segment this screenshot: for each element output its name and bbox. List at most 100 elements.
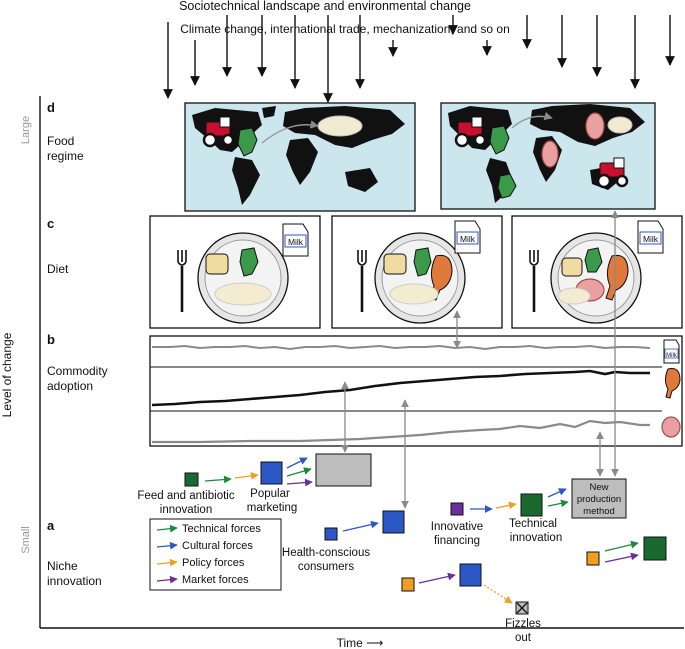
vegetable-icon xyxy=(489,125,510,155)
level-a-label: Niche xyxy=(47,559,78,573)
niche-square-policy xyxy=(401,577,415,592)
innovative-financing-label: financing xyxy=(434,535,480,547)
cultural-force-arrow xyxy=(547,488,567,498)
fizzled-niche-icon xyxy=(515,601,529,615)
level-c-label: Diet xyxy=(47,262,69,276)
chicken-adoption-line xyxy=(151,369,650,407)
new-method-label: production xyxy=(577,494,621,505)
drumstick-icon xyxy=(665,368,681,399)
technical-innovation-label: innovation xyxy=(510,532,562,544)
fork-icon xyxy=(357,250,367,312)
legend-market: Market forces xyxy=(182,574,249,586)
niche-square-market xyxy=(450,502,464,516)
milk-adoption-line xyxy=(152,344,651,351)
bread-icon xyxy=(383,253,407,275)
level-b-label: adoption xyxy=(47,379,93,393)
niche-square-cultural xyxy=(260,461,283,485)
diet-panel-3: Milk xyxy=(511,215,683,329)
grain-pile-icon xyxy=(317,115,363,137)
y-axis-small-label: Small xyxy=(20,526,32,554)
vegetable-icon xyxy=(413,247,432,277)
adopted-niche-box xyxy=(315,453,372,487)
market-force-arrow xyxy=(286,478,313,487)
milk-carton-icon: Milk xyxy=(282,223,309,257)
health-conscious-label: Health-conscious xyxy=(282,547,370,559)
grain-pile-icon xyxy=(214,282,272,306)
policy-force-arrow-dashed xyxy=(483,584,513,604)
vegetable-icon xyxy=(497,173,517,199)
level-c-letter: c xyxy=(47,216,54,231)
milk-label: Milk xyxy=(666,353,678,359)
fork-icon xyxy=(529,250,539,312)
meat-icon xyxy=(661,416,681,438)
meat-icon xyxy=(585,112,605,140)
diet-panel-2: Milk xyxy=(331,215,503,329)
technical-innovation-label: Technical xyxy=(509,518,557,530)
fork-icon xyxy=(177,250,187,312)
level-a-letter: a xyxy=(47,518,55,533)
y-axis-title: Level of change xyxy=(0,332,14,417)
vegetable-icon xyxy=(237,127,258,157)
niche-square-cultural xyxy=(459,563,482,587)
grain-pile-icon xyxy=(607,116,633,134)
milk-label: Milk xyxy=(643,234,659,244)
technical-force-arrow xyxy=(204,475,232,484)
milk-label: Milk xyxy=(288,237,304,247)
level-link-arrows xyxy=(341,210,619,509)
niche-square-cultural xyxy=(324,527,338,541)
tractor-icon xyxy=(596,157,629,189)
grain-pile-icon xyxy=(389,283,439,305)
landscape-subtitle: Climate change, international trade, mec… xyxy=(180,22,510,36)
landscape-title: Sociotechnical landscape and environment… xyxy=(179,0,471,13)
milk-carton-icon: Milk xyxy=(454,220,481,254)
feed-antibiotic-label: Feed and antibiotic xyxy=(137,490,234,502)
health-conscious-label: consumers xyxy=(298,561,354,573)
level-d-letter: d xyxy=(47,100,55,115)
niche-square-cultural xyxy=(382,510,405,534)
niche-square-technical xyxy=(643,536,667,561)
level-b-letter: b xyxy=(47,332,55,347)
niche-square-technical xyxy=(520,493,543,517)
trade-flow-arrow xyxy=(511,111,553,129)
market-force-arrow xyxy=(418,572,456,584)
milk-carton-icon: Milk xyxy=(663,339,680,364)
meat-icon xyxy=(541,140,559,168)
feed-antibiotic-label: innovation xyxy=(160,504,212,516)
legend-cultural: Cultural forces xyxy=(182,540,253,552)
policy-force-arrow xyxy=(234,472,259,480)
drumstick-icon xyxy=(429,254,453,301)
new-method-label: New xyxy=(589,482,608,493)
market-force-arrow xyxy=(604,552,639,563)
vegetable-icon xyxy=(239,247,259,277)
new-production-method-box: New production method xyxy=(571,478,627,519)
tractor-icon xyxy=(454,116,487,148)
cultural-force-arrow xyxy=(342,520,379,532)
level-d-label: regime xyxy=(47,149,84,163)
technical-force-arrow xyxy=(286,467,312,477)
level-d-label: Food xyxy=(47,134,74,148)
popular-marketing-label: Popular xyxy=(250,488,290,500)
legend-technical: Technical forces xyxy=(182,523,261,535)
innovative-financing-label: Innovative xyxy=(431,521,483,533)
policy-force-arrow xyxy=(495,501,517,510)
niche-square-technical xyxy=(184,472,199,487)
meat-adoption-line xyxy=(152,419,650,444)
food-regime-map-early xyxy=(184,102,416,212)
landscape-pressure-arrows xyxy=(163,15,675,103)
milk-carton-icon: Milk xyxy=(637,220,664,254)
legend-policy: Policy forces xyxy=(182,557,245,569)
diet-panel-1: Milk xyxy=(149,215,321,329)
technical-force-arrow xyxy=(547,499,569,508)
level-a-label: innovation xyxy=(47,574,102,588)
level-b-label: Commodity xyxy=(47,364,108,378)
grain-pile-icon xyxy=(557,287,591,305)
vegetable-icon xyxy=(584,247,603,273)
milk-label: Milk xyxy=(460,234,476,244)
y-axis-large-label: Large xyxy=(20,116,32,144)
technical-force-arrow xyxy=(604,540,639,552)
commodity-adoption-panel: Milk xyxy=(149,335,683,447)
tractor-icon xyxy=(202,116,235,148)
x-axis-title: Time ⟶ xyxy=(337,636,384,649)
trade-flow-arrow xyxy=(261,120,319,144)
